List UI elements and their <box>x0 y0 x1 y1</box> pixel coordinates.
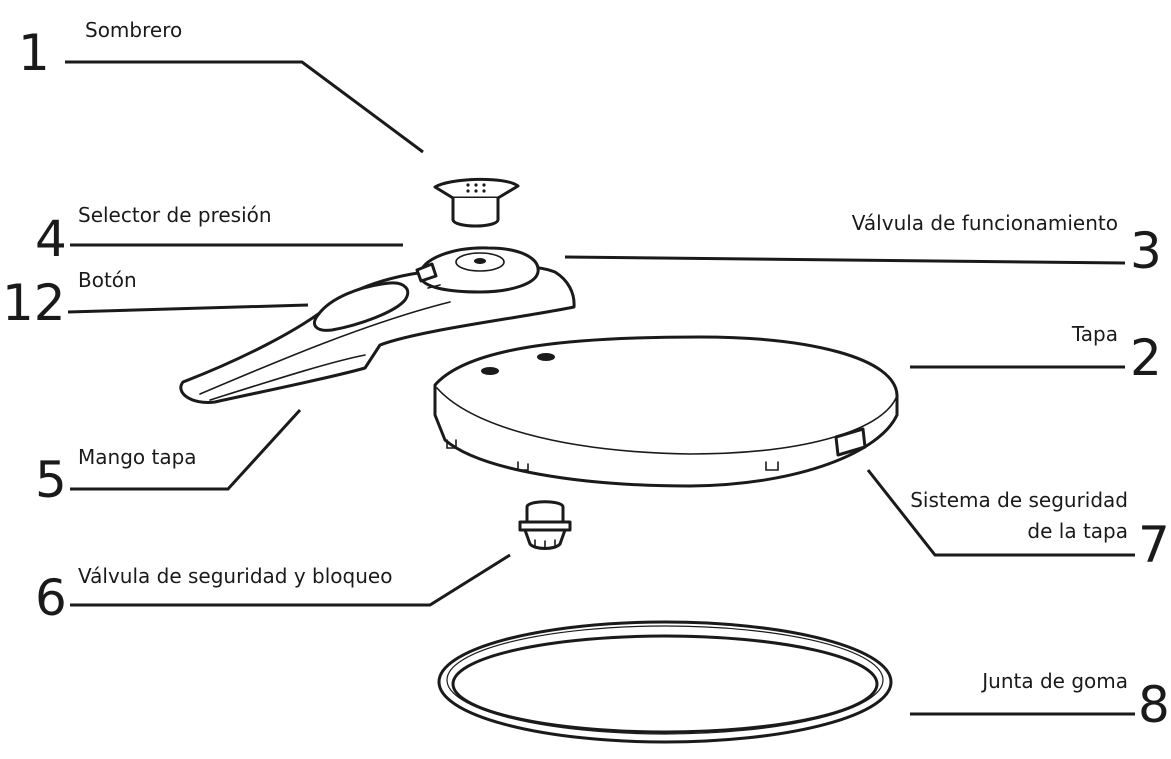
weight-cap-drawing <box>433 177 520 228</box>
leader-6 <box>70 553 511 607</box>
part-label-valvula-de-funcionamiento: Válvula de funcionamiento <box>852 211 1118 235</box>
part-number-12: 12 <box>2 274 66 332</box>
leader-7 <box>866 469 1135 557</box>
leader-3 <box>564 255 1126 265</box>
part-number-1: 1 <box>18 24 50 82</box>
gasket-drawing <box>437 620 893 744</box>
callout-2: 2 Tapa <box>1071 322 1162 387</box>
part-label-sistema-de-seguridad-line1: Sistema de seguridad <box>910 488 1128 512</box>
leader-lines <box>65 60 1135 716</box>
callout-5: 5 Mango tapa <box>35 445 197 509</box>
callout-4: 4 Selector de presión <box>35 203 272 268</box>
leader-12 <box>67 303 309 314</box>
callout-1: 1 Sombrero <box>18 18 182 82</box>
part-label-selector-de-presion: Selector de presión <box>78 203 272 227</box>
part-label-sistema-de-seguridad-line2: de la tapa <box>1027 519 1128 543</box>
leader-5 <box>70 408 302 491</box>
callout-6: 6 Válvula de seguridad y bloqueo <box>35 564 392 627</box>
part-label-sombrero: Sombrero <box>85 18 182 42</box>
part-label-boton: Botón <box>78 268 137 292</box>
part-label-junta-de-goma: Junta de goma <box>980 669 1128 693</box>
leader-1 <box>65 60 424 154</box>
part-number-3: 3 <box>1130 222 1162 280</box>
lid-drawing <box>433 335 899 488</box>
part-number-5: 5 <box>35 451 67 509</box>
part-number-6: 6 <box>35 569 67 627</box>
part-label-valvula-de-seguridad: Válvula de seguridad y bloqueo <box>78 564 392 588</box>
handle-drawing <box>179 246 576 404</box>
callout-8: 8 Junta de goma <box>980 669 1170 734</box>
part-number-8: 8 <box>1138 676 1170 734</box>
callout-12: 12 Botón <box>2 268 137 332</box>
part-number-4: 4 <box>35 210 67 268</box>
part-label-mango-tapa: Mango tapa <box>78 445 197 469</box>
part-number-7: 7 <box>1138 516 1170 574</box>
part-number-2: 2 <box>1130 329 1162 387</box>
callout-7: 7 Sistema de seguridad de la tapa <box>910 488 1170 574</box>
callout-3: 3 Válvula de funcionamiento <box>852 211 1162 280</box>
safety-valve-drawing <box>518 500 572 550</box>
part-label-tapa: Tapa <box>1071 322 1118 346</box>
